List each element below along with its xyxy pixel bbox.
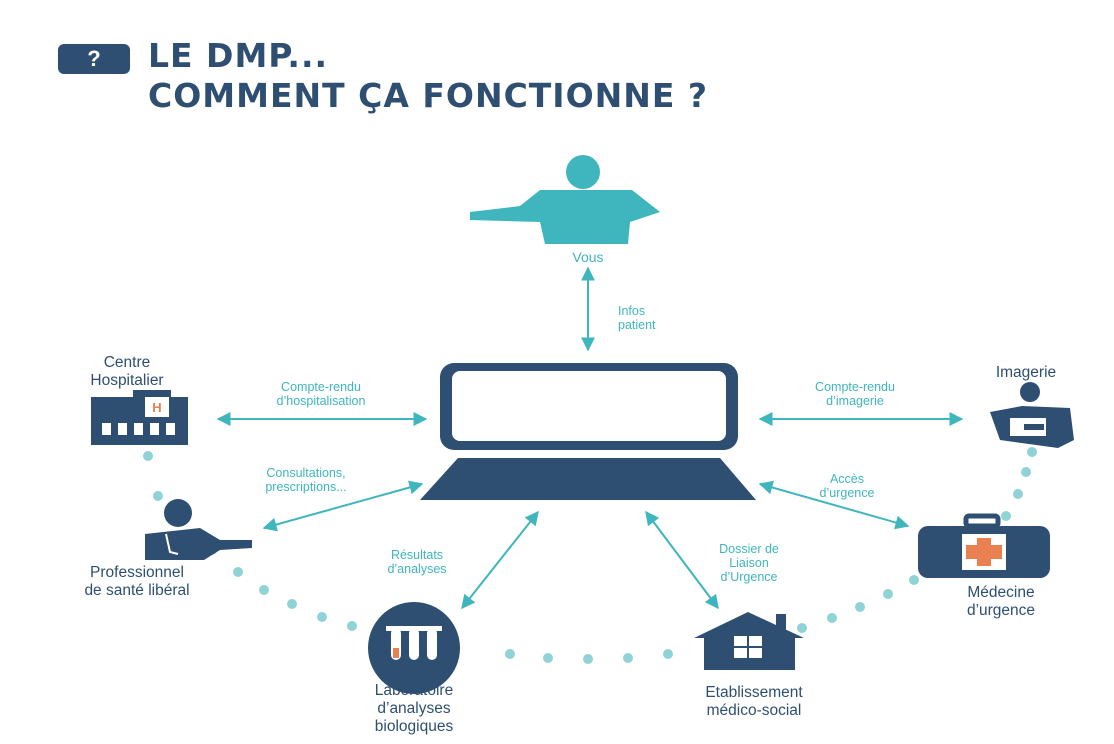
- arrow-acces: [758, 480, 910, 530]
- imaging-icon: [990, 382, 1074, 448]
- person-icon: [470, 155, 660, 244]
- test-tubes-icon: [368, 602, 460, 694]
- label-imagerie: Compte-rendu d’imagerie: [815, 380, 895, 408]
- node-professionnel: Professionnel de santé libéral: [84, 564, 190, 599]
- label-resultats: Résultats d’analyses: [387, 548, 447, 576]
- arrow-dossier: [645, 510, 719, 610]
- hospital-h: H: [152, 400, 161, 415]
- label-infos-patient: Infos patient: [618, 304, 656, 332]
- node-laboratoire: Laboratoire d’analyses biologiques: [374, 682, 454, 735]
- node-vous: Vous: [572, 249, 604, 265]
- doctor-icon: [145, 499, 252, 560]
- house-icon: [694, 612, 804, 670]
- label-consultations: Consultations, prescriptions...: [265, 466, 347, 494]
- node-etablissement: Etablissement médico-social: [705, 684, 803, 719]
- label-dossier-liaison: Dossier de Liaison d’Urgence: [719, 542, 779, 584]
- arrow-resultats: [461, 510, 539, 610]
- medical-kit-icon: [918, 513, 1050, 578]
- question-badge-icon: [58, 44, 130, 74]
- node-hopital: Centre Hospitalier: [90, 354, 164, 389]
- arrow-consultations: [262, 480, 424, 532]
- node-medecine: Médecine d’urgence: [966, 584, 1036, 619]
- dotted-ring: [143, 447, 1037, 664]
- node-imagerie: Imagerie: [995, 364, 1057, 381]
- hospital-icon: H: [91, 390, 188, 445]
- page-title-line-1: LE DMP...: [148, 36, 329, 75]
- label-acces-urgence: Accès d’urgence: [819, 472, 875, 500]
- laptop-icon: [420, 363, 756, 500]
- question-mark: ?: [87, 46, 101, 71]
- label-hospitalisation: Compte-rendu d’hospitalisation: [276, 380, 366, 408]
- page-title-line-2: COMMENT ÇA FONCTIONNE ?: [148, 76, 709, 115]
